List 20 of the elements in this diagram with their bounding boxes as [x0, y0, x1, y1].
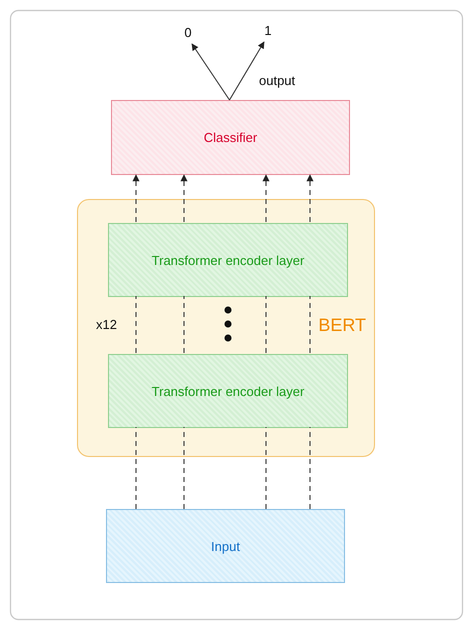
dashed-arrow	[262, 174, 270, 222]
model-container	[77, 199, 375, 457]
box-label: Transformer encoder layer	[152, 252, 304, 268]
dashed-arrow	[132, 174, 140, 222]
input-box	[106, 509, 345, 583]
encoder-layer-box	[108, 354, 348, 428]
class-label: 0	[184, 24, 192, 40]
classifier-box	[111, 100, 350, 175]
dashed-arrow	[180, 174, 188, 222]
encoder-layer-box	[108, 223, 348, 297]
arrow	[192, 43, 230, 100]
box-label: Input	[211, 538, 240, 554]
dashed-arrow	[306, 174, 314, 222]
box-label: Classifier	[204, 130, 258, 145]
class-label: 1	[264, 22, 272, 38]
arrow	[229, 41, 264, 100]
box-label: Transformer encoder layer	[152, 384, 304, 398]
repeat-count: x12	[96, 317, 117, 332]
model-name: BERT	[318, 315, 366, 336]
output-label: output	[259, 73, 296, 88]
